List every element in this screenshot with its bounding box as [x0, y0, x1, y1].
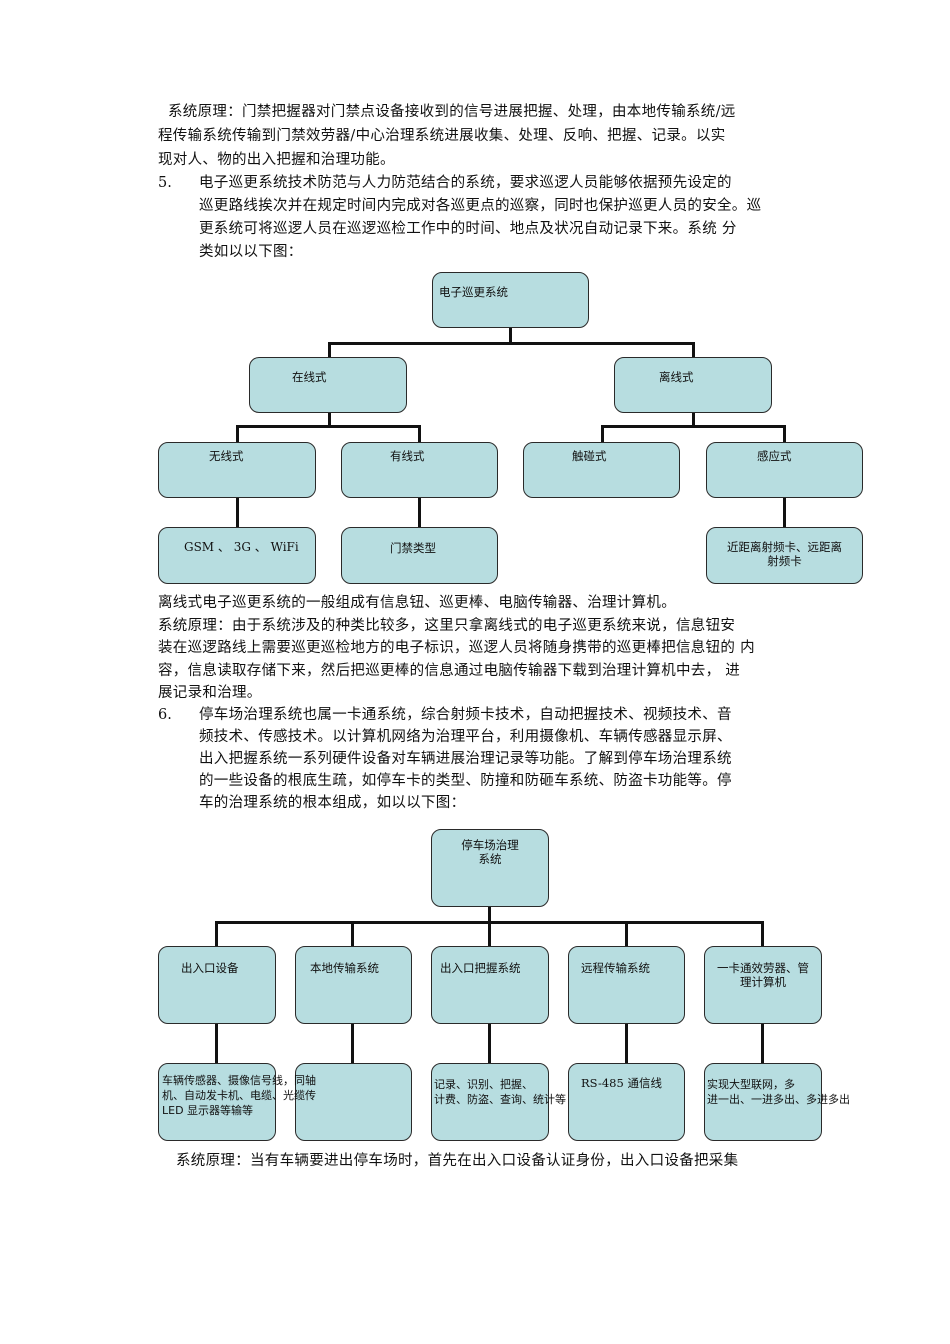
text-line: 装在巡逻路线上需要巡更巡检地方的电子标识，巡逻人员将随身携带的巡更棒把信息钮的 … [158, 640, 755, 656]
node-sensing: 感应式 [706, 442, 863, 498]
node-label: 出入口把握系统 [440, 961, 521, 975]
connector-line [625, 921, 628, 947]
text-line: 展记录和治理。 [158, 685, 262, 701]
node-label: 门禁类型 [390, 541, 436, 555]
node-entrance-equipment: 出入口设备 [158, 946, 276, 1024]
connector-line [761, 1022, 764, 1064]
node-touch: 触碰式 [523, 442, 680, 498]
connector-line [761, 921, 764, 947]
node-wireless: 无线式 [158, 442, 316, 498]
node-parking-root: 停车场治理 系统 [431, 829, 549, 907]
connector-line [215, 1022, 218, 1064]
text-line: 巡更路线挨次并在规定时间内完成对各巡更点的巡察，同时也保护巡更人员的安全。巡 [199, 198, 762, 214]
connector-line [236, 425, 420, 428]
node-wired: 有线式 [341, 442, 498, 498]
connector-line [236, 425, 239, 443]
node-label: 实现大型联网，多 [707, 1078, 795, 1091]
list-number: 6. [158, 707, 172, 723]
node-label: GSM 、 3G 、 WiFi [184, 540, 299, 554]
text-line: 现对人、物的出入把握和治理功能。 [158, 152, 395, 168]
connector-line [601, 425, 786, 428]
node-label: 记录、识别、把握、 [434, 1078, 533, 1091]
detail-text-control: 记录、识别、把握、 计费、防盗、查询、统计等 [434, 1077, 566, 1107]
text-line: 系统原理：门禁把握器对门禁点设备接收到的信号进展把握、处理，由本地传输系统/远 [168, 104, 736, 120]
node-label: 射频卡 [767, 554, 802, 568]
text-line: 频技术、传感技术。以计算机网络为治理平台，利用摄像机、车辆传感器显示屏、 [199, 729, 732, 745]
connector-line [351, 1022, 354, 1064]
text-line: 系统原理：由于系统涉及的种类比较多，这里只拿离线式的电子巡更系统来说，信息钮安 [158, 618, 736, 634]
node-label: 出入口设备 [181, 961, 239, 975]
node-sensing-detail: 近距离射频卡、远距离 射频卡 [706, 527, 863, 584]
connector-line [692, 342, 695, 358]
node-offline: 离线式 [614, 357, 772, 413]
connector-line [328, 342, 331, 358]
connector-line [328, 412, 331, 426]
node-label: 停车场治理 [461, 838, 519, 852]
node-label: 机、自动发卡机、电缆、光缆传 [162, 1089, 316, 1102]
connector-line [328, 342, 694, 345]
connector-line [351, 921, 354, 947]
node-label: 计费、防盗、查询、统计等 [434, 1093, 566, 1106]
node-label: 系统 [478, 852, 502, 866]
connector-line [783, 497, 786, 528]
node-online: 在线式 [249, 357, 407, 413]
connector-line [488, 921, 491, 947]
connector-line [783, 425, 786, 443]
node-detail-local [295, 1063, 412, 1141]
node-label: 无线式 [209, 449, 244, 463]
node-wired-detail: 门禁类型 [341, 527, 498, 584]
connector-line [509, 327, 512, 343]
connector-line [236, 497, 239, 528]
node-label: 有线式 [390, 449, 425, 463]
paragraph-parking-principle: 系统原理：当有车辆要进出停车场时，首先在出入口设备认证身份，出入口设备把采集 [176, 1153, 739, 1169]
connector-line [215, 921, 218, 947]
connector-line [625, 1022, 628, 1064]
node-label: 车辆传感器、摄像信号线，同轴 [162, 1074, 316, 1087]
text-line: 停车场治理系统也属一卡通系统，综合射频卡技术，自动把握技术、视频技术、音 [199, 707, 732, 723]
text-line: 车的治理系统的根本组成，如以以下图： [199, 795, 466, 811]
node-remote-transmission: 远程传输系统 [568, 946, 685, 1024]
node-label: 离线式 [659, 370, 694, 384]
node-detail-control [431, 1063, 549, 1141]
text-line: 类如以以下图： [199, 244, 303, 260]
text-line: 离线式电子巡更系统的一般组成有信息钮、巡更棒、电脑传输器、治理计算机。 [158, 595, 676, 611]
connector-line [601, 425, 604, 443]
node-label: 进一出、一进多出、多进多出 [707, 1093, 850, 1106]
node-detail-remote: RS-485 通信线 [568, 1063, 685, 1141]
detail-text-equipment: 车辆传感器、摄像信号线，同轴 机、自动发卡机、电缆、光缆传 LED 显示器等输等 [162, 1073, 316, 1118]
node-label: LED 显示器等输等 [162, 1104, 254, 1117]
node-label: RS-485 通信线 [581, 1076, 662, 1090]
connector-line [488, 1022, 491, 1064]
node-entrance-control: 出入口把握系统 [431, 946, 549, 1024]
node-label: 电子巡更系统 [439, 285, 508, 299]
node-label: 在线式 [292, 370, 327, 384]
node-wireless-detail: GSM 、 3G 、 WiFi [158, 527, 316, 584]
node-root: 电子巡更系统 [432, 272, 589, 328]
text-line: 容，信息读取存储下来，然后把巡更棒的信息通过电脑传输器下载到治理计算机中去， 进 [158, 663, 741, 679]
node-detail-server [704, 1063, 822, 1141]
node-label: 本地传输系统 [310, 961, 379, 975]
node-server-computer: 一卡通效劳器、管 理计算机 [704, 946, 822, 1024]
node-local-transmission: 本地传输系统 [295, 946, 412, 1024]
text-line: 的一些设备的根底生疏，如停车卡的类型、防撞和防砸车系统、防盗卡功能等。停 [199, 773, 732, 789]
text-line: 程传输系统传输到门禁效劳器/中心治理系统进展收集、处理、反响、把握、记录。以实 [158, 128, 726, 144]
text-line: 电子巡更系统技术防范与人力防范结合的系统，要求巡逻人员能够依据预先设定的 [199, 175, 732, 191]
node-label: 近距离射频卡、远距离 [727, 540, 842, 554]
text-line: 出入把握系统一系列硬件设备对车辆进展治理记录等功能。了解到停车场治理系统 [199, 751, 732, 767]
node-label: 感应式 [757, 449, 792, 463]
list-number: 5. [158, 175, 172, 191]
connector-line [418, 425, 421, 443]
node-label: 理计算机 [740, 975, 786, 989]
node-label: 触碰式 [572, 449, 607, 463]
node-label: 一卡通效劳器、管 [717, 961, 809, 975]
node-label: 远程传输系统 [581, 961, 650, 975]
text-line: 更系统可将巡逻人员在巡逻巡检工作中的时间、地点及状况自动记录下来。系统 分 [199, 221, 737, 237]
connector-line [418, 497, 421, 528]
node-detail-equipment [158, 1063, 276, 1141]
connector-line [692, 412, 695, 426]
detail-text-server: 实现大型联网，多 进一出、一进多出、多进多出 [707, 1077, 850, 1107]
connector-line [488, 906, 491, 922]
